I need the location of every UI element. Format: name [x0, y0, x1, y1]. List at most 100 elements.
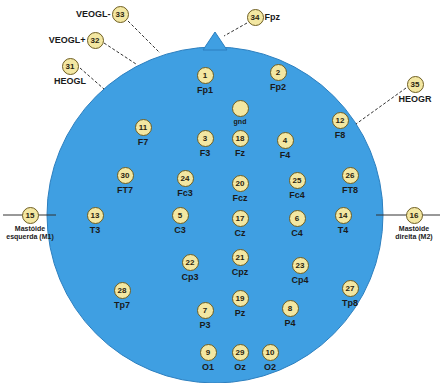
electrode-label: HEOGR [399, 94, 432, 104]
electrode: 17Cz [232, 210, 249, 238]
electrode-number: 25 [289, 172, 306, 189]
electrode-label: Fc4 [289, 190, 305, 200]
electrode-number: 33 [112, 6, 129, 23]
electrode: 3F3 [197, 130, 214, 158]
electrode-label: O2 [264, 362, 276, 372]
electrode-number: 30 [117, 167, 134, 184]
electrode: 26FT8 [342, 167, 359, 195]
electrode-number: 24 [177, 170, 194, 187]
electrode-label: Fcz [232, 193, 247, 203]
electrode-number: 15 [22, 207, 39, 224]
electrode-number: 11 [135, 119, 152, 136]
electrode-label: F4 [280, 150, 291, 160]
electrode-label: T4 [338, 225, 349, 235]
electrode: 25Fc4 [289, 172, 306, 200]
electrode-number: 29 [232, 344, 249, 361]
electrode-number: 35 [407, 76, 424, 93]
electrode-label: Fpz [265, 12, 281, 22]
electrode-number: 22 [182, 254, 199, 271]
electrode: 19Pz [232, 290, 249, 318]
electrode-label: Fz [235, 148, 245, 158]
electrode-number: 31 [62, 58, 79, 75]
electrode-label: C4 [291, 228, 303, 238]
electrode-number: 26 [342, 167, 359, 184]
electrode-number: 6 [289, 210, 306, 227]
electrode-number: 7 [197, 302, 214, 319]
electrode: 5C3 [172, 207, 189, 235]
electrode: 1Fp1 [197, 67, 214, 95]
electrode-number: 14 [335, 207, 352, 224]
leader-line [104, 43, 136, 64]
electrode-number: 18 [232, 130, 249, 147]
electrode: 18Fz [232, 130, 249, 158]
electrode: 15Mastóide esquerda (M1) [5, 207, 55, 241]
electrode: gnd [232, 100, 249, 126]
electrode: 34Fpz [247, 9, 281, 26]
electrode: 24Fc3 [177, 170, 194, 198]
electrode: 21Cpz [232, 249, 249, 277]
electrode: 6C4 [289, 210, 306, 238]
electrode-number: 1 [197, 67, 214, 84]
electrode-number: 21 [232, 249, 249, 266]
electrode-number: 20 [232, 175, 249, 192]
electrode-number: 8 [282, 300, 299, 317]
electrode-label: F7 [138, 137, 149, 147]
electrode-number: 2 [270, 64, 287, 81]
electrode-label: Cp3 [182, 272, 199, 282]
electrode-number: 16 [406, 207, 423, 224]
electrode: 28Tp7 [114, 282, 131, 310]
electrode-label: FT8 [342, 185, 358, 195]
electrode: 13T3 [87, 207, 104, 235]
electrode: 31HEOGL [54, 58, 86, 86]
electrode-label: Fp2 [270, 82, 286, 92]
electrode: 8P4 [282, 300, 299, 328]
electrode: 14T4 [335, 207, 352, 235]
electrode: 33VEOGL- [76, 6, 129, 23]
leader-line [356, 88, 406, 124]
electrode: 22Cp3 [182, 254, 199, 282]
electrode-number: 9 [200, 344, 217, 361]
electrode-label: Fc3 [177, 188, 193, 198]
electrode-label: gnd [234, 118, 247, 126]
electrode-label: Tp7 [114, 300, 130, 310]
electrode: 16Mastóide direita (M2) [389, 207, 439, 241]
electrode-number: 19 [232, 290, 249, 307]
electrode: 12F8 [332, 112, 349, 140]
electrode-label: Cpz [232, 267, 249, 277]
electrode: 20Fcz [232, 175, 249, 203]
electrode-label: Mastóide esquerda (M1) [5, 225, 55, 241]
leader-line [128, 21, 160, 53]
electrode: 30FT7 [117, 167, 134, 195]
electrode: 29Oz [232, 344, 249, 372]
head-outline [47, 47, 383, 383]
electrode: 10O2 [262, 344, 279, 372]
electrode-label: Oz [234, 362, 246, 372]
electrode-label: VEOGL- [76, 9, 111, 19]
electrode-number: 32 [87, 32, 104, 49]
electrode-label: HEOGL [54, 76, 86, 86]
electrode: 7P3 [197, 302, 214, 330]
electrode-label: P3 [199, 320, 210, 330]
electrode-label: FT7 [117, 185, 133, 195]
electrode-number: 13 [87, 207, 104, 224]
electrode: 32VEOGL+ [49, 32, 104, 49]
electrode-circle [232, 100, 249, 117]
electrode: 27Tp8 [342, 280, 359, 308]
electrode-label: P4 [284, 318, 295, 328]
electrode: 23Cp4 [292, 257, 309, 285]
electrode: 4F4 [277, 132, 294, 160]
electrode-label: VEOGL+ [49, 35, 86, 45]
electrode-label: Tp8 [342, 298, 358, 308]
electrode-number: 4 [277, 132, 294, 149]
electrode-label: F8 [335, 130, 346, 140]
electrode-label: F3 [200, 148, 211, 158]
electrode-label: T3 [90, 225, 101, 235]
electrode-label: Pz [235, 308, 246, 318]
electrode-number: 10 [262, 344, 279, 361]
electrode-number: 12 [332, 112, 349, 129]
electrode-label: Cp4 [292, 275, 309, 285]
electrode-label: O1 [202, 362, 214, 372]
electrode-label: C3 [174, 225, 186, 235]
electrode-label: Mastóide direita (M2) [389, 225, 439, 241]
